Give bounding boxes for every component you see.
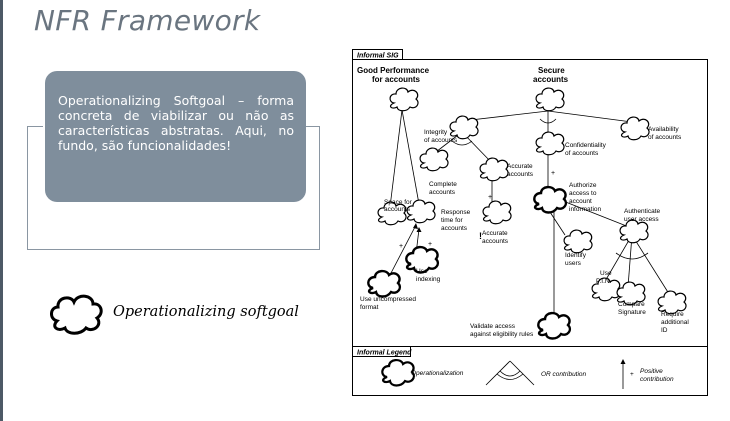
legend-positive-label-2: contribution — [640, 376, 674, 383]
integrity-label: Integrity — [424, 129, 448, 136]
space-for-accounts-label: Space for — [384, 199, 413, 206]
legend-or-contribution-label: OR contribution — [541, 371, 587, 378]
authorize-access-label: Authorize — [569, 182, 597, 189]
space-for-accounts-label-2: accounts — [384, 206, 411, 213]
confidentiality-label: Confidentiality — [565, 142, 607, 149]
availability-label: Availability — [648, 126, 679, 133]
plus-sign-1: + — [488, 194, 492, 201]
compare-signature-label: Compare — [618, 301, 645, 308]
validate-access-label-2: against eligibility rules — [470, 331, 534, 338]
use-pin-label: Use — [600, 270, 612, 277]
integrity-label-2: of accounts — [424, 137, 458, 144]
legend-plus-sign: + — [630, 371, 634, 378]
require-id-label: Require — [661, 311, 684, 318]
use-indexing-label-2: indexing — [416, 276, 441, 283]
good-performance-label: Good Performance — [357, 66, 430, 75]
require-id-label-2: additional — [661, 319, 689, 326]
use-indexing-label: Use — [416, 268, 428, 275]
callout-frame — [27, 126, 320, 250]
authenticate-label: Authenticate — [624, 208, 661, 215]
confidentiality-label-2: of accounts — [565, 150, 599, 157]
use-uncompressed-label: Use uncompressed — [360, 296, 416, 303]
plus-sign-4: + — [428, 241, 432, 248]
legend-operationalization-label: Operationalization — [411, 370, 464, 377]
identify-users-label: Identify — [565, 252, 587, 259]
plus-sign-2: + — [551, 170, 555, 177]
authenticate-label-2: user access — [624, 216, 659, 223]
legend-positive-label: Positive — [640, 368, 663, 375]
operationalizing-cloud-icon — [50, 294, 103, 335]
response-time-label-3: accounts — [441, 225, 468, 232]
slide-title: NFR Framework — [34, 4, 261, 37]
require-id-label-3: ID — [661, 327, 668, 334]
accurate-accounts-label: Accurate — [507, 163, 533, 170]
exclaim-mark: ! — [479, 231, 482, 241]
authorize-access-label-4: information — [569, 206, 602, 213]
validate-access-label: Validate access — [470, 323, 516, 330]
identify-users-label-2: users — [565, 260, 582, 267]
operationalizing-softgoal-label: Operationalizing softgoal — [113, 304, 299, 320]
plus-sign-3: + — [399, 243, 403, 250]
operationalizing-softgoal-legend — [47, 291, 107, 341]
complete-accounts-label: Complete — [429, 181, 457, 188]
compare-signature-label-2: Signature — [618, 309, 646, 316]
for-accounts-label: for accounts — [372, 75, 421, 84]
left-accent-rule — [0, 0, 3, 421]
sig-diagram-svg: Informal SIG Informal Legend — [352, 49, 708, 396]
use-uncompressed-label-2: format — [360, 304, 379, 311]
complete-accounts-label-2: accounts — [429, 189, 456, 196]
response-time-label: Response — [441, 209, 471, 216]
callout-text: Operationalizing Softgoal – forma concre… — [58, 93, 294, 153]
availability-label-2: of accounts — [648, 134, 682, 141]
accurate-accounts-2-label-2: accounts — [482, 238, 509, 245]
response-time-label-2: time for — [441, 217, 464, 224]
legend-row: Operationalization OR contribution + Pos… — [381, 358, 674, 389]
nfr-sig-diagram: Informal SIG Informal Legend — [352, 49, 709, 397]
callout-box — [45, 71, 306, 202]
informal-sig-tab: Informal SIG — [357, 53, 399, 60]
secure-label: Secure — [538, 66, 565, 75]
authorize-access-label-3: account — [569, 198, 592, 205]
use-pin-label-2: P.I.N. — [596, 278, 612, 285]
accurate-accounts-label-2: accounts — [507, 171, 534, 178]
accurate-accounts-2-label: Accurate — [482, 230, 508, 237]
authorize-access-label-2: access to — [569, 190, 597, 197]
accounts-label: accounts — [533, 75, 569, 84]
informal-legend-tab: Informal Legend — [357, 350, 412, 357]
